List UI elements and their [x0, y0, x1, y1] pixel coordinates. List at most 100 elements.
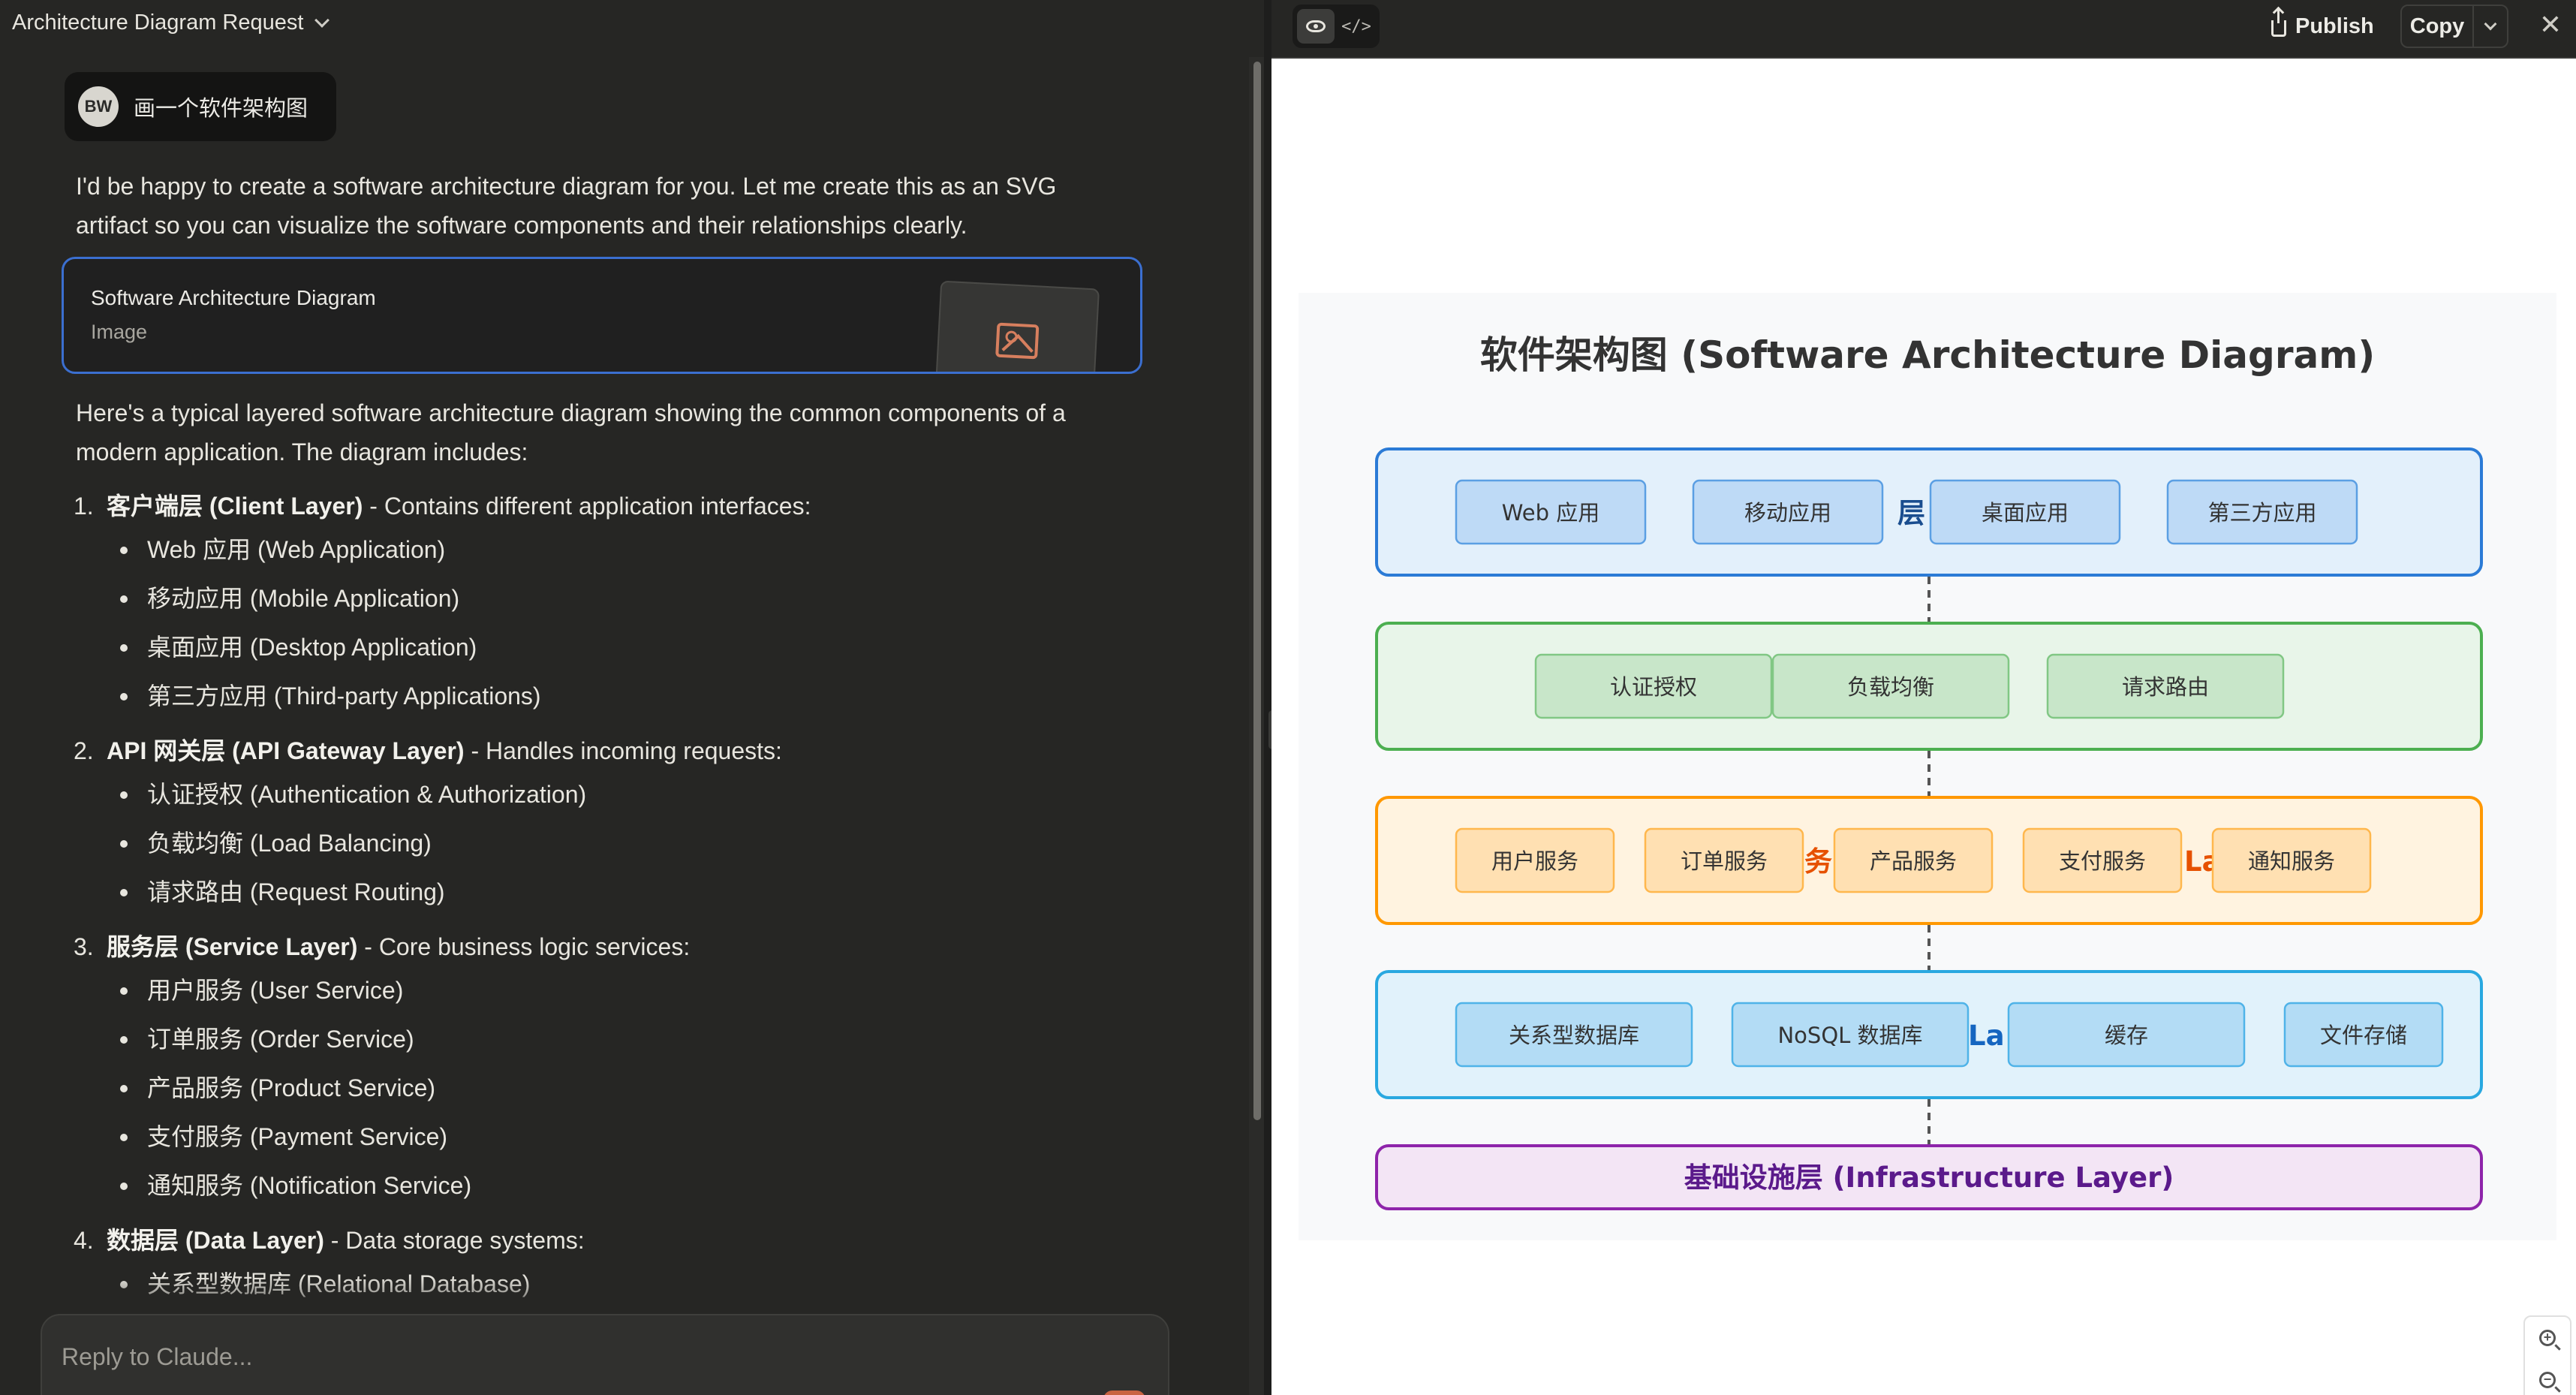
- component-box-label: 第三方应用: [2207, 500, 2316, 526]
- publish-button[interactable]: Publish: [2262, 5, 2383, 48]
- layer-name: 服务层 (Service Layer): [107, 933, 358, 960]
- component-box-label: Web 应用: [1502, 500, 1599, 526]
- component-box: [1455, 1002, 1693, 1068]
- layer-heading: 4. 数据层 (Data Layer) - Data storage system…: [74, 1221, 1124, 1260]
- component-list-item: Web 应用 (Web Application): [113, 526, 1124, 574]
- artifact-card-title: Software Architecture Diagram: [91, 286, 376, 309]
- component-box: [2007, 1002, 2246, 1068]
- component-list-item: 产品服务 (Product Service): [113, 1064, 1124, 1113]
- layer-label: 基础设施层 (Infrastructure Layer): [1684, 1161, 2174, 1194]
- eye-icon: [1306, 20, 1326, 32]
- component-box-label: 通知服务: [2248, 848, 2335, 874]
- component-list-item: 支付服务 (Payment Service): [113, 1113, 1124, 1161]
- preview-button[interactable]: [1297, 9, 1335, 44]
- diagram-layer-infrastructure: 基础设施层 (Infrastructure Layer): [1375, 1144, 2483, 1210]
- component-box-label: 支付服务: [2059, 848, 2146, 874]
- component-box-label: 桌面应用: [1982, 500, 2069, 526]
- component-box: [2046, 653, 2285, 719]
- layer-component-list: 认证授权 (Authentication & Authorization)负载均…: [74, 770, 1124, 917]
- assistant-intro-text: I'd be happy to create a software archit…: [76, 173, 1057, 239]
- share-icon: [2271, 8, 2286, 37]
- copy-button-group: Copy: [2400, 5, 2508, 48]
- artifact-pane: </> Publish Copy ✕ 软件架构图 (Software Archi…: [1271, 0, 2576, 1395]
- reply-input[interactable]: [62, 1338, 1037, 1375]
- chat-scrollbar-thumb[interactable]: [1253, 62, 1261, 1120]
- reply-composer[interactable]: [41, 1314, 1169, 1395]
- layer-number: 2.: [74, 737, 94, 764]
- component-box-label: 文件存储: [2320, 1023, 2407, 1048]
- component-box: [2166, 479, 2358, 545]
- component-box-label: NoSQL 数据库: [1777, 1023, 1922, 1048]
- component-box-label: 负载均衡: [1847, 674, 1934, 700]
- layer-list-item: 2. API 网关层 (API Gateway Layer) - Handles …: [74, 731, 1124, 917]
- layer-desc: - Data storage systems:: [324, 1227, 585, 1254]
- artifact-toolbar: </> Publish Copy ✕: [1271, 0, 2576, 59]
- copy-options-button[interactable]: [2474, 6, 2507, 47]
- layer-heading: 2. API 网关层 (API Gateway Layer) - Handles …: [74, 731, 1124, 770]
- component-box: [2211, 827, 2372, 893]
- layer-heading: 3.服务层 (Service Layer) - Core business lo…: [74, 927, 1124, 966]
- component-box: [2022, 827, 2183, 893]
- image-icon: [995, 322, 1040, 360]
- component-box: [1692, 479, 1884, 545]
- zoom-out-button[interactable]: −: [2525, 1359, 2570, 1395]
- diagram-layers: 层 (CWeb 应用移动应用桌面应用第三方应用网关La认证授权负载均衡请求路由务…: [1375, 447, 2483, 1210]
- layer-number: 3.: [74, 933, 94, 960]
- component-box-label: 用户服务: [1491, 848, 1578, 874]
- component-box: [1833, 827, 1994, 893]
- layer-number: 4.: [74, 1227, 94, 1254]
- component-list-item: 用户服务 (User Service): [113, 966, 1124, 1015]
- send-button[interactable]: [1103, 1390, 1145, 1395]
- layer-name: 客户端层 (Client Layer): [107, 493, 363, 520]
- conversation-title-button[interactable]: Architecture Diagram Request: [12, 8, 330, 38]
- code-button[interactable]: </>: [1338, 9, 1375, 44]
- component-box: [1929, 479, 2121, 545]
- component-box-label: 移动应用: [1744, 500, 1831, 526]
- close-icon: ✕: [2538, 9, 2562, 40]
- layer-heading: 1. 客户端层 (Client Layer) - Contains differe…: [74, 487, 1124, 526]
- assistant-description-text: Here's a typical layered software archit…: [76, 399, 1066, 466]
- chevron-down-icon: [314, 13, 330, 28]
- layer-container: [1375, 1144, 2483, 1210]
- component-list-item: 第三方应用 (Third-party Applications): [113, 672, 1124, 721]
- diagram-title: 软件架构图 (Software Architecture Diagram): [1480, 333, 2375, 377]
- publish-label: Publish: [2295, 14, 2374, 38]
- artifact-thumbnail: [934, 280, 1100, 372]
- user-message-text: 画一个软件架构图: [134, 95, 308, 121]
- code-icon: </>: [1341, 17, 1371, 36]
- close-button[interactable]: ✕: [2532, 6, 2568, 44]
- copy-button[interactable]: Copy: [2402, 6, 2474, 47]
- component-list-item: 订单服务 (Order Service): [113, 1015, 1124, 1064]
- component-box: [1731, 1002, 1970, 1068]
- component-list-item: 请求路由 (Request Routing): [113, 868, 1124, 917]
- artifact-card-type: Image: [91, 321, 148, 343]
- component-box: [1534, 653, 1773, 719]
- component-box: [1455, 479, 1647, 545]
- avatar: BW: [78, 86, 119, 127]
- layer-name: 数据层 (Data Layer): [107, 1227, 324, 1254]
- zoom-in-icon: +: [2539, 1330, 2556, 1346]
- component-list-item: 桌面应用 (Desktop Application): [113, 623, 1124, 672]
- chevron-down-icon: [2484, 17, 2497, 31]
- component-list-item: 移动应用 (Mobile Application): [113, 574, 1124, 623]
- component-box-label: 缓存: [2105, 1023, 2148, 1048]
- layer-name: API 网关层 (API Gateway Layer): [107, 737, 465, 764]
- component-box: [1771, 653, 2010, 719]
- layer-desc: - Handles incoming requests:: [464, 737, 782, 764]
- layer-list-item: 3.服务层 (Service Layer) - Core business lo…: [74, 927, 1124, 1210]
- zoom-in-button[interactable]: +: [2525, 1317, 2570, 1359]
- layer-number: 1.: [74, 493, 94, 520]
- zoom-out-icon: −: [2539, 1372, 2556, 1388]
- component-list-item: 通知服务 (Notification Service): [113, 1161, 1124, 1210]
- artifact-card[interactable]: Software Architecture Diagram Image: [62, 257, 1142, 374]
- component-box: [2283, 1002, 2444, 1068]
- component-box-label: 请求路由: [2122, 674, 2209, 700]
- view-toggle: </>: [1293, 5, 1380, 48]
- component-box: [1455, 827, 1615, 893]
- zoom-controls: + −: [2523, 1315, 2571, 1395]
- layer-desc: - Contains different application interfa…: [363, 493, 811, 520]
- user-message: BW 画一个软件架构图: [65, 72, 336, 141]
- component-list-item: 认证授权 (Authentication & Authorization): [113, 770, 1124, 819]
